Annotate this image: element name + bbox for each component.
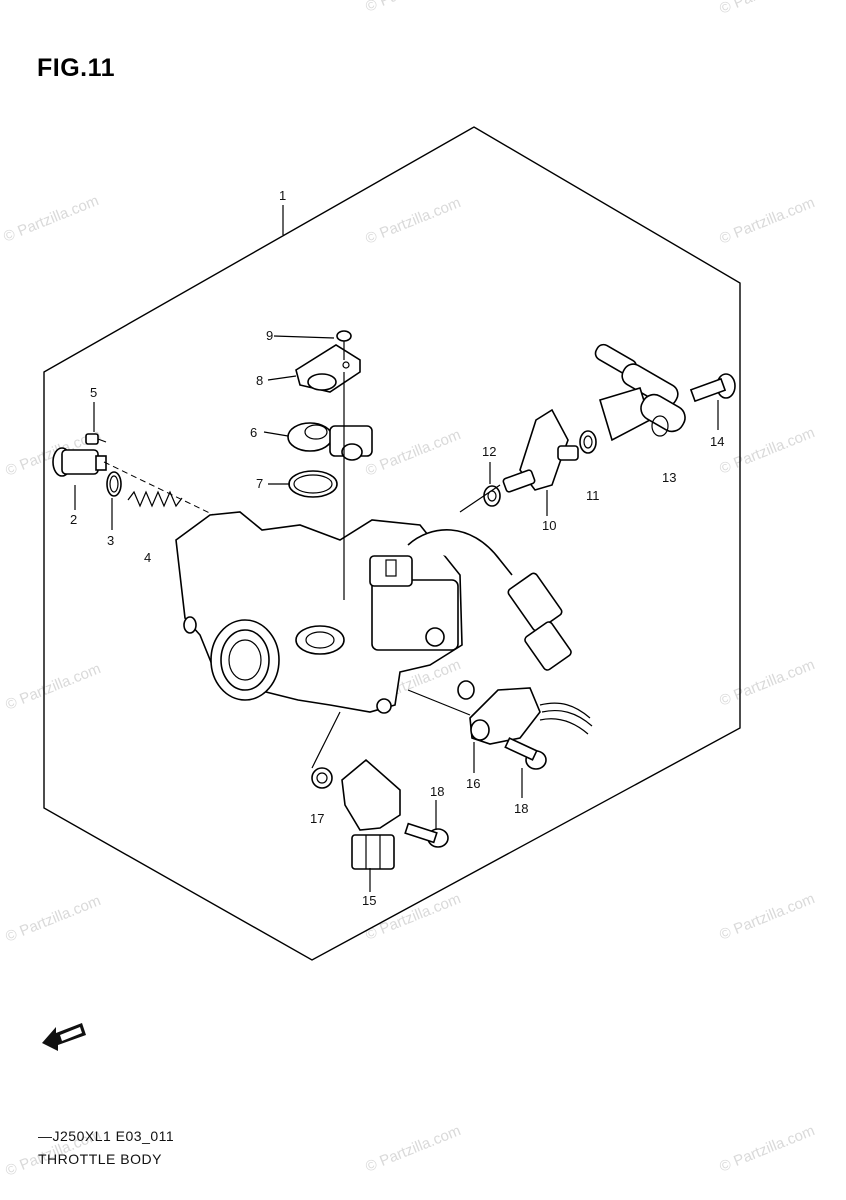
watermark: © Partzilla.com	[3, 892, 103, 946]
assembly-line	[311, 711, 341, 769]
assembly-outline	[43, 126, 741, 961]
callout-5: 5	[90, 385, 97, 400]
assembly-line	[103, 461, 221, 519]
watermark: © Partzilla.com	[363, 426, 463, 480]
callout-7: 7	[256, 476, 263, 491]
callout-12: 12	[482, 444, 496, 459]
part-5-screw	[85, 433, 107, 445]
callout-8: 8	[256, 373, 263, 388]
callout-18a: 18	[430, 784, 444, 799]
figure-code: —J250XL1 E03_011	[38, 1128, 175, 1144]
watermark: © Partzilla.com	[363, 0, 463, 16]
callout-6: 6	[250, 425, 257, 440]
callout-18b: 18	[514, 801, 528, 816]
part-2-idle-screw	[52, 447, 107, 477]
part-11-o-ring	[579, 430, 597, 454]
callout-2: 2	[70, 512, 77, 527]
watermark: © Partzilla.com	[717, 194, 817, 248]
callout-10: 10	[542, 518, 556, 533]
callout-3: 3	[107, 533, 114, 548]
part-17-o-ring	[311, 767, 333, 789]
part-14-bolt	[689, 373, 736, 403]
watermark: © Partzilla.com	[363, 890, 463, 944]
part-18-bolt-b	[504, 737, 547, 770]
harness-connector	[507, 572, 572, 671]
part-8-bracket	[295, 344, 361, 393]
callout-16: 16	[466, 776, 480, 791]
throttle-body	[175, 511, 463, 714]
watermark: © Partzilla.com	[717, 656, 817, 710]
watermark: © Partzilla.com	[717, 1122, 817, 1176]
figure-name: THROTTLE BODY	[38, 1151, 162, 1167]
assembly-line	[407, 689, 471, 716]
watermark: © Partzilla.com	[3, 660, 103, 714]
callout-4: 4	[144, 550, 151, 565]
part-10-injector	[502, 408, 579, 493]
assembly-line	[459, 484, 501, 513]
callout-leaders	[74, 335, 719, 892]
watermark: © Partzilla.com	[1, 192, 101, 246]
callout-1: 1	[279, 188, 286, 203]
part-9-screw	[336, 330, 352, 360]
part-18-bolt-a	[404, 822, 449, 848]
part-16-sensor	[469, 687, 593, 745]
part-6-sensor	[287, 422, 373, 461]
wire-harness	[407, 529, 513, 576]
part-12-o-ring	[483, 485, 501, 507]
fwd-arrow-icon	[42, 1023, 86, 1051]
callout-9: 9	[266, 328, 273, 343]
watermark: © Partzilla.com	[717, 424, 817, 478]
callout-13: 13	[662, 470, 676, 485]
callout-11: 11	[586, 488, 600, 503]
part-3-o-ring	[106, 471, 122, 497]
watermark: © Partzilla.com	[717, 890, 817, 944]
part-7-o-ring	[288, 470, 338, 498]
watermark: © Partzilla.com	[363, 194, 463, 248]
callout-17: 17	[310, 811, 324, 826]
watermark: © Partzilla.com	[717, 0, 817, 18]
o-ring-small	[457, 680, 475, 700]
callouts: 1 2 3 4 5 6 7 8 9 10 11 12 13 14 15 16 1…	[70, 188, 724, 908]
figure-title: FIG.11	[37, 54, 116, 82]
part-15-sensor	[341, 758, 401, 870]
part-4-spring	[127, 490, 183, 508]
watermark: © Partzilla.com	[363, 1122, 463, 1176]
callout-14: 14	[710, 434, 724, 449]
part-13-fuel-pipe	[594, 343, 686, 442]
callout-15: 15	[362, 893, 376, 908]
